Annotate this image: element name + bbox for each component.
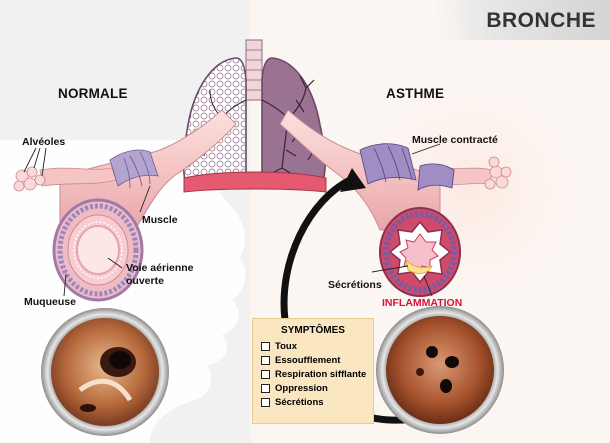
symptom-label: Sécrétions — [275, 397, 324, 408]
symptoms-title: SYMPTÔMES — [281, 325, 345, 336]
asthma-bronchus — [279, 109, 512, 297]
label-muscle-contracte: Muscle contracté — [412, 134, 498, 146]
normal-open-airway — [76, 225, 120, 275]
asthma-secretions — [405, 258, 433, 274]
symptom-item: Respiration sifflante — [261, 368, 367, 382]
background-glow — [280, 0, 610, 380]
symptom-label: Oppression — [275, 383, 328, 394]
checkbox-icon — [261, 397, 270, 407]
normal-bronchus — [13, 109, 237, 302]
endoscope-asthma — [376, 306, 504, 434]
title-banner: BRONCHE — [432, 0, 610, 40]
asthma-heading: ASTHME — [386, 86, 445, 101]
label-muqueuse: Muqueuse — [24, 296, 76, 308]
symptom-item: Sécrétions — [261, 396, 365, 410]
symptoms-list: Toux Essoufflement Respiration sifflante… — [261, 340, 367, 410]
normal-cross-section-muscle-ring — [57, 203, 139, 297]
normal-heading: NORMALE — [58, 86, 128, 101]
label-secretions: Sécrétions — [328, 279, 382, 291]
symptom-label: Toux — [275, 341, 297, 352]
endoscope-normal — [41, 308, 169, 436]
symptom-item: Essoufflement — [261, 354, 365, 368]
asthma-muscle-ring — [383, 211, 457, 293]
page-title: BRONCHE — [486, 9, 596, 32]
label-voie-aerienne-line2: ouverte — [126, 275, 164, 287]
symptoms-box: SYMPTÔMES Toux Essoufflement Respiration… — [252, 318, 374, 424]
symptom-label: Essoufflement — [275, 355, 341, 366]
checkbox-icon — [261, 383, 270, 393]
checkbox-icon — [261, 355, 270, 365]
cycle-arrow-head — [340, 168, 366, 192]
symptom-label: Respiration sifflante — [275, 369, 367, 380]
label-inflammation: INFLAMMATION — [382, 297, 463, 309]
normal-muscle-bands — [109, 149, 159, 189]
asthma-contracted-muscle — [359, 143, 455, 191]
symptom-item: Oppression — [261, 382, 365, 396]
normal-airway-inner-line — [73, 221, 123, 279]
label-voie-aerienne-line1: Voie aérienne — [126, 262, 194, 274]
diaphragm — [183, 171, 327, 193]
asthma-alveoli — [484, 156, 512, 190]
normal-alveoli — [13, 166, 46, 192]
label-pointers — [23, 143, 441, 297]
label-muscle: Muscle — [142, 214, 178, 226]
checkbox-icon — [261, 369, 270, 379]
label-alveoles: Alvéoles — [22, 136, 66, 148]
symptom-item: Toux — [261, 340, 365, 354]
checkbox-icon — [261, 341, 270, 351]
